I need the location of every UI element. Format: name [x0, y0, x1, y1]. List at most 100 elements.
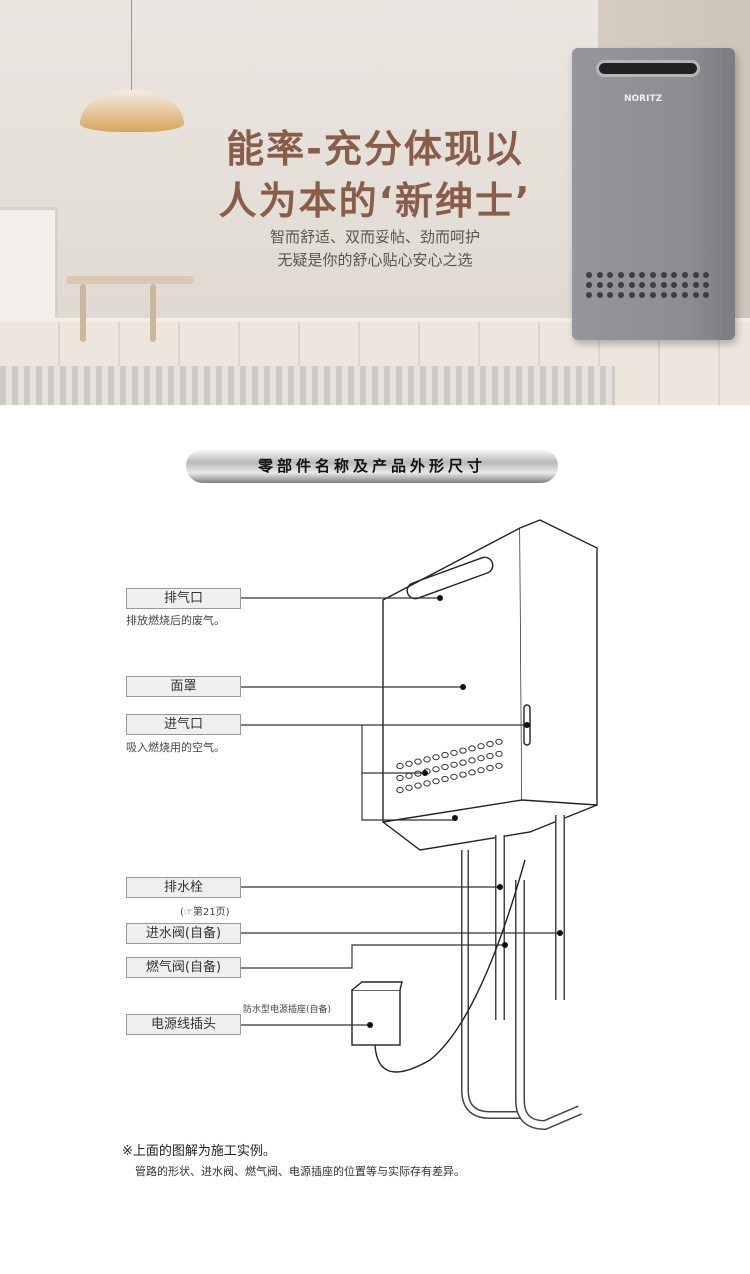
hero-title-line1: 能率-充分体现以	[226, 127, 524, 171]
intake-dot	[405, 760, 413, 767]
hero-banner: 能率-充分体现以 人为本的‘新绅士’ 智而舒适、双而妥帖、劲而呵护 无疑是你的舒…	[0, 0, 750, 405]
intake-dot	[468, 769, 476, 776]
intake-dot	[441, 775, 449, 783]
parts-diagram	[241, 519, 598, 1131]
intake-dot	[486, 740, 494, 748]
lamp-cord	[131, 0, 132, 92]
intake-dot	[477, 767, 485, 774]
intake-dot	[441, 751, 449, 759]
hole	[660, 282, 667, 288]
label-cover: 面罩	[126, 676, 241, 697]
hole	[639, 292, 646, 298]
hero-subtitle-line2: 无疑是你的舒心贴心安心之选	[277, 251, 473, 269]
desc-drain-page-ref: (☞第21页)	[180, 907, 230, 918]
hole	[692, 282, 699, 288]
hole	[607, 292, 614, 298]
table-leg	[80, 284, 86, 342]
hole	[650, 272, 656, 278]
intake-dot	[414, 758, 422, 765]
hole	[628, 272, 635, 278]
label-gas-valve: 燃气阀(自备)	[126, 957, 241, 978]
intake-dot	[405, 784, 413, 791]
intake-dot	[495, 738, 503, 745]
intake-dot	[486, 764, 494, 772]
hole	[596, 282, 603, 288]
desc-exhaust: 排放燃烧后的废气。	[126, 614, 225, 627]
side-panel	[519, 519, 598, 806]
intake-dot	[495, 762, 503, 769]
intake-dot	[450, 761, 458, 768]
hole	[692, 272, 699, 278]
rug	[0, 366, 615, 405]
hole	[660, 272, 667, 278]
intake-dot	[459, 759, 467, 766]
front-cover	[382, 526, 523, 823]
section-title: 零部件名称及产品外形尺寸	[186, 449, 558, 483]
hole	[586, 282, 592, 288]
label-exhaust: 排气口	[126, 588, 241, 609]
table-leg	[150, 284, 156, 342]
label-power-plug: 电源线插头	[126, 1014, 241, 1035]
socket-label: 防水型电源插座(自备)	[243, 1005, 332, 1015]
hole	[692, 292, 699, 298]
intake-dot	[468, 745, 476, 752]
intake-dot	[441, 763, 449, 771]
intake-dot	[432, 754, 440, 761]
hero-subtitle-line1: 智而舒适、双而妥帖、劲而呵护	[269, 228, 480, 246]
side-table	[66, 276, 194, 284]
intake-dot	[423, 756, 431, 763]
hole	[586, 272, 592, 278]
hole	[618, 282, 624, 288]
hole	[671, 292, 678, 298]
intake-dot	[477, 755, 485, 762]
intake-dot	[459, 771, 467, 778]
intake-dot	[432, 778, 440, 785]
intake-dot	[414, 782, 422, 789]
hole	[703, 272, 710, 278]
hole	[703, 282, 710, 288]
hole	[586, 292, 592, 298]
hole	[703, 292, 710, 298]
brand-logo: NORITZ	[624, 94, 663, 104]
intake-dot	[450, 749, 458, 756]
hole	[639, 282, 646, 288]
intake-dot	[495, 750, 503, 757]
hole	[596, 272, 603, 278]
hole	[628, 282, 635, 288]
vent-outline	[406, 556, 494, 600]
hole	[671, 282, 678, 288]
gas-pipe	[461, 850, 520, 1119]
intake-dot	[477, 743, 485, 750]
leader-endpoints	[367, 595, 563, 1028]
leader-lines	[241, 597, 560, 1026]
hole	[682, 292, 688, 298]
intake-dot	[432, 766, 440, 773]
hole	[671, 272, 678, 278]
intake-dot	[423, 780, 431, 787]
power-socket	[351, 989, 401, 1046]
hole	[618, 292, 624, 298]
hole	[607, 272, 614, 278]
hole	[596, 292, 603, 298]
intake-dot	[468, 757, 476, 764]
hole	[682, 282, 688, 288]
footnote-line1: ※上面的图解为施工实例。	[122, 1144, 276, 1159]
desc-intake: 吸入燃烧用的空气。	[126, 741, 225, 754]
hole	[650, 282, 656, 288]
hole	[607, 282, 614, 288]
intake-dot	[450, 773, 458, 780]
intake-dot	[396, 762, 404, 770]
intake-dot	[486, 752, 494, 760]
water-heater-photo: NORITZ	[572, 48, 735, 340]
intake-dot	[396, 774, 404, 782]
drain-pipe	[515, 880, 582, 1131]
hole	[628, 292, 635, 298]
hole	[639, 272, 646, 278]
intake-dot	[459, 747, 467, 754]
hole	[660, 292, 667, 298]
hole	[650, 292, 656, 298]
intake-holes	[586, 272, 714, 298]
exhaust-vent	[596, 60, 700, 77]
intake-dot	[396, 786, 404, 794]
hero-title-line2: 人为本的‘新绅士’	[218, 179, 532, 223]
